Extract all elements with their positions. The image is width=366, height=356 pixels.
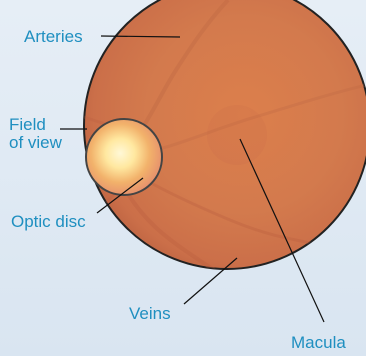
macula-label: Macula [291,334,346,351]
field-of-view-label: Field of view [9,116,62,152]
optic-disc-label: Optic disc [11,213,86,230]
field-of-view-line-1: Field [9,116,62,134]
veins-label: Veins [129,305,171,322]
optic-disc-graphic [86,119,162,195]
field-of-view-line-2: of view [9,134,62,152]
arteries-label: Arteries [24,28,83,45]
